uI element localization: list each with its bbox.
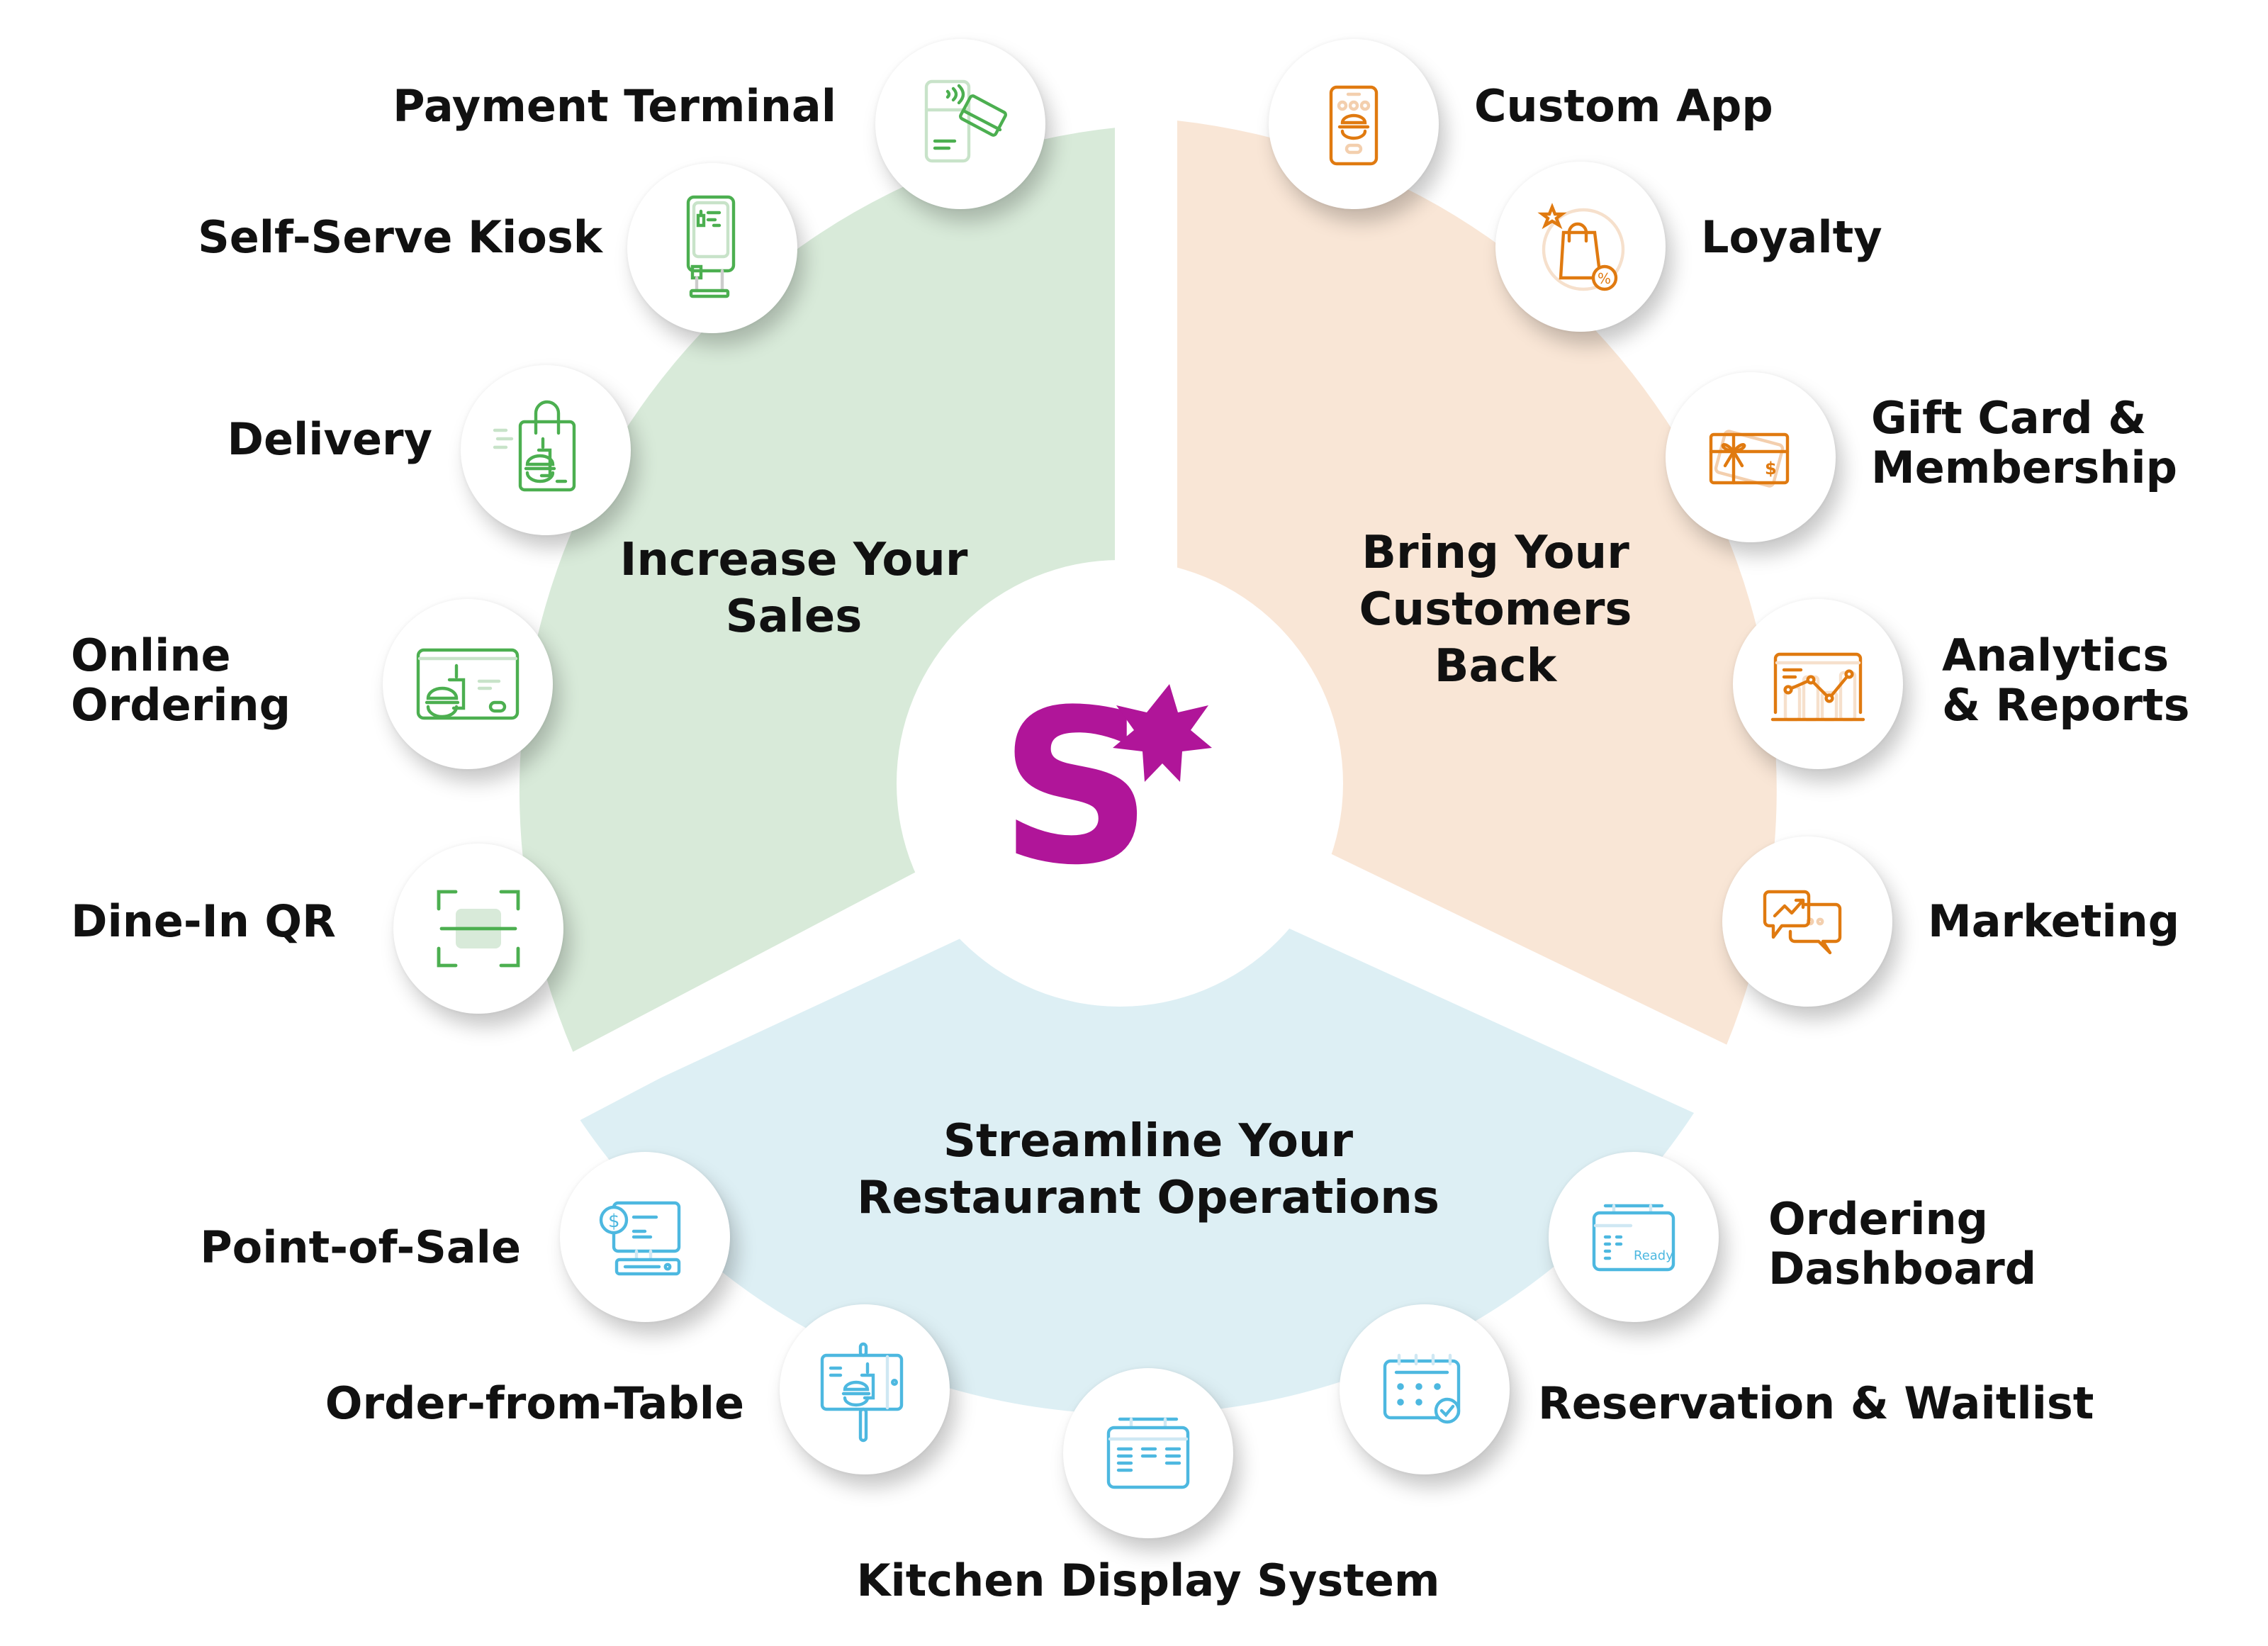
ready-badge: Ready	[1634, 1248, 1673, 1263]
online-ordering-icon	[416, 648, 520, 720]
feature-label-marketing: Marketing	[1928, 895, 2180, 947]
svg-text:$: $	[608, 1211, 620, 1232]
feature-node-reservation-waitlist[interactable]	[1340, 1304, 1510, 1474]
feature-node-payment-terminal[interactable]	[875, 39, 1045, 209]
feature-node-online-ordering[interactable]	[383, 599, 553, 769]
feature-label-delivery: Delivery	[227, 413, 432, 465]
feature-node-kitchen-display-system[interactable]	[1063, 1368, 1233, 1538]
brand-logo-hub: S	[897, 560, 1343, 1007]
table-tablet-icon	[820, 1342, 904, 1443]
pos-terminal-icon: $	[599, 1201, 681, 1276]
qr-scan-icon	[437, 890, 520, 968]
sector-blue-background	[578, 858, 1694, 1415]
feature-node-gift-card-membership[interactable]: $	[1666, 372, 1836, 542]
feature-label-self-serve-kiosk: Self-Serve Kiosk	[198, 211, 602, 263]
gift-card-icon: $	[1709, 430, 1790, 488]
calendar-check-icon	[1383, 1353, 1461, 1424]
feature-label-online-ordering: Online Ordering	[71, 629, 291, 731]
kiosk-icon	[686, 195, 736, 298]
feature-node-order-from-table[interactable]	[780, 1304, 950, 1474]
feature-node-dine-in-qr[interactable]	[393, 844, 563, 1014]
payment-terminal-icon	[924, 79, 1007, 163]
feature-node-ordering-dashboard[interactable]: Ready	[1549, 1152, 1719, 1322]
feature-node-custom-app[interactable]	[1269, 39, 1439, 209]
feature-node-point-of-sale[interactable]: $	[560, 1152, 730, 1322]
feature-node-delivery[interactable]	[461, 365, 631, 535]
feature-label-gift-card-membership: Gift Card & Membership	[1871, 392, 2178, 493]
loyalty-bag-icon: %	[1537, 203, 1625, 291]
feature-label-point-of-sale: Point-of-Sale	[200, 1221, 521, 1273]
kitchen-display-icon	[1106, 1417, 1190, 1489]
analytics-chart-icon	[1770, 652, 1865, 722]
mobile-app-icon	[1329, 85, 1379, 166]
ordering-dashboard-icon: Ready	[1592, 1204, 1675, 1272]
feature-label-dine-in-qr: Dine-In QR	[71, 895, 336, 947]
feature-node-loyalty[interactable]: %	[1495, 162, 1666, 332]
feature-label-payment-terminal: Payment Terminal	[393, 80, 836, 132]
feature-label-ordering-dashboard: Ordering Dashboard	[1768, 1193, 2037, 1294]
sector-title-increase-sales: Increase Your Sales	[619, 534, 968, 643]
svg-text:$: $	[1765, 459, 1777, 478]
delivery-bag-icon	[493, 400, 576, 492]
feature-node-analytics-reports[interactable]	[1733, 599, 1903, 769]
feature-label-analytics-reports: Analytics & Reports	[1942, 629, 2190, 731]
feature-label-kitchen-display-system: Kitchen Display System	[856, 1555, 1440, 1606]
feature-label-order-from-table: Order-from-Table	[325, 1377, 744, 1429]
marketing-chat-icon	[1763, 890, 1842, 955]
feature-label-loyalty: Loyalty	[1701, 211, 1882, 263]
feature-label-reservation-waitlist: Reservation & Waitlist	[1538, 1377, 2094, 1429]
sector-title-bring-customers-back: Bring Your Customers Back	[1359, 527, 1632, 693]
feature-node-marketing[interactable]	[1722, 836, 1892, 1007]
feature-node-self-serve-kiosk[interactable]	[627, 163, 797, 333]
brand-logo-icon: S	[999, 677, 1212, 890]
feature-label-custom-app: Custom App	[1474, 80, 1773, 132]
svg-text:%: %	[1598, 270, 1611, 287]
sector-title-streamline-operations: Streamline Your Restaurant Operations	[857, 1115, 1439, 1224]
